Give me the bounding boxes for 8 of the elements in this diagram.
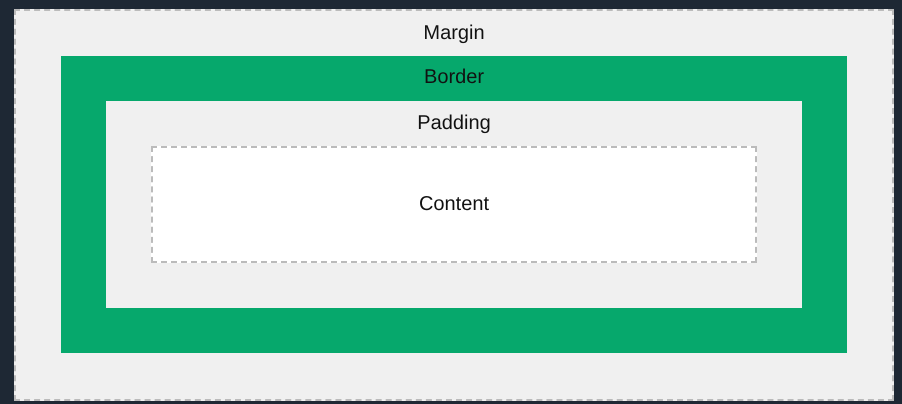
content-area: [151, 146, 757, 263]
border-band: [61, 56, 847, 353]
content-label: Content: [418, 193, 490, 216]
border-label: Border: [424, 66, 484, 89]
margin-area: [14, 9, 894, 401]
padding-label: Padding: [417, 112, 491, 135]
padding-area: [106, 101, 802, 308]
margin-label: Margin: [423, 22, 485, 45]
